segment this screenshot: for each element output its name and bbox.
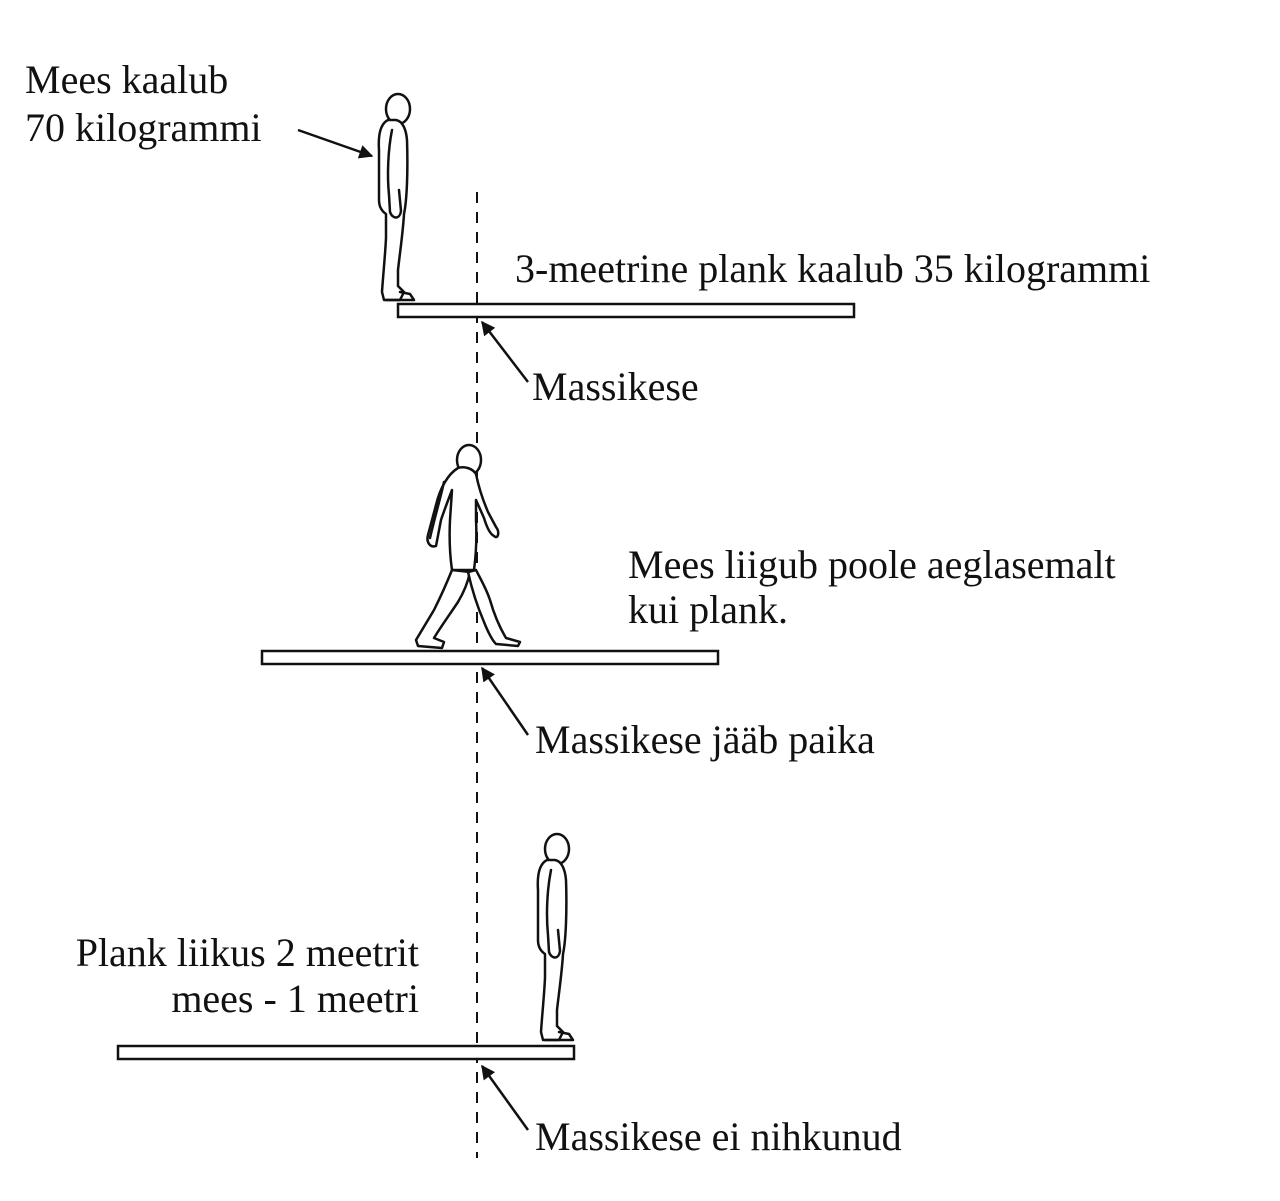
plank-3	[116, 1044, 576, 1061]
standing-man-figure-2	[536, 832, 575, 1042]
scene-2-walking: Mees liigub poole aeglasemalt kui plank.…	[260, 443, 1116, 762]
scene-3-final: Plank liikus 2 meetrit mees - 1 meetri M…	[76, 832, 902, 1159]
cm-label-2: Massikese jääb paika	[535, 717, 875, 762]
motion-label-line1: Mees liigub poole aeglasemalt	[628, 542, 1116, 587]
walking-man-figure	[414, 443, 522, 650]
man-weight-arrow	[297, 128, 374, 159]
scene-1-initial: Mees kaalub 70 kilogrammi 3-meetrine pla…	[25, 57, 1150, 409]
plank-weight-label: 3-meetrine plank kaalub 35 kilogrammi	[515, 246, 1150, 291]
cm-arrow-1	[481, 320, 529, 383]
plank-2	[260, 649, 720, 666]
cm-label-1: Massikese	[532, 364, 699, 409]
distance-label-line1: Plank liikus 2 meetrit	[76, 930, 419, 975]
motion-label-line2: kui plank.	[628, 587, 788, 632]
man-weight-label-line1: Mees kaalub	[25, 57, 228, 102]
distance-label-line2: mees - 1 meetri	[171, 976, 419, 1021]
standing-man-figure-1	[377, 92, 416, 302]
plank-1	[396, 302, 856, 319]
cm-arrow-2	[480, 666, 530, 736]
man-weight-label-line2: 70 kilogrammi	[25, 105, 262, 150]
cm-label-3: Massikese ei nihkunud	[535, 1114, 902, 1159]
cm-arrow-3	[480, 1064, 530, 1131]
